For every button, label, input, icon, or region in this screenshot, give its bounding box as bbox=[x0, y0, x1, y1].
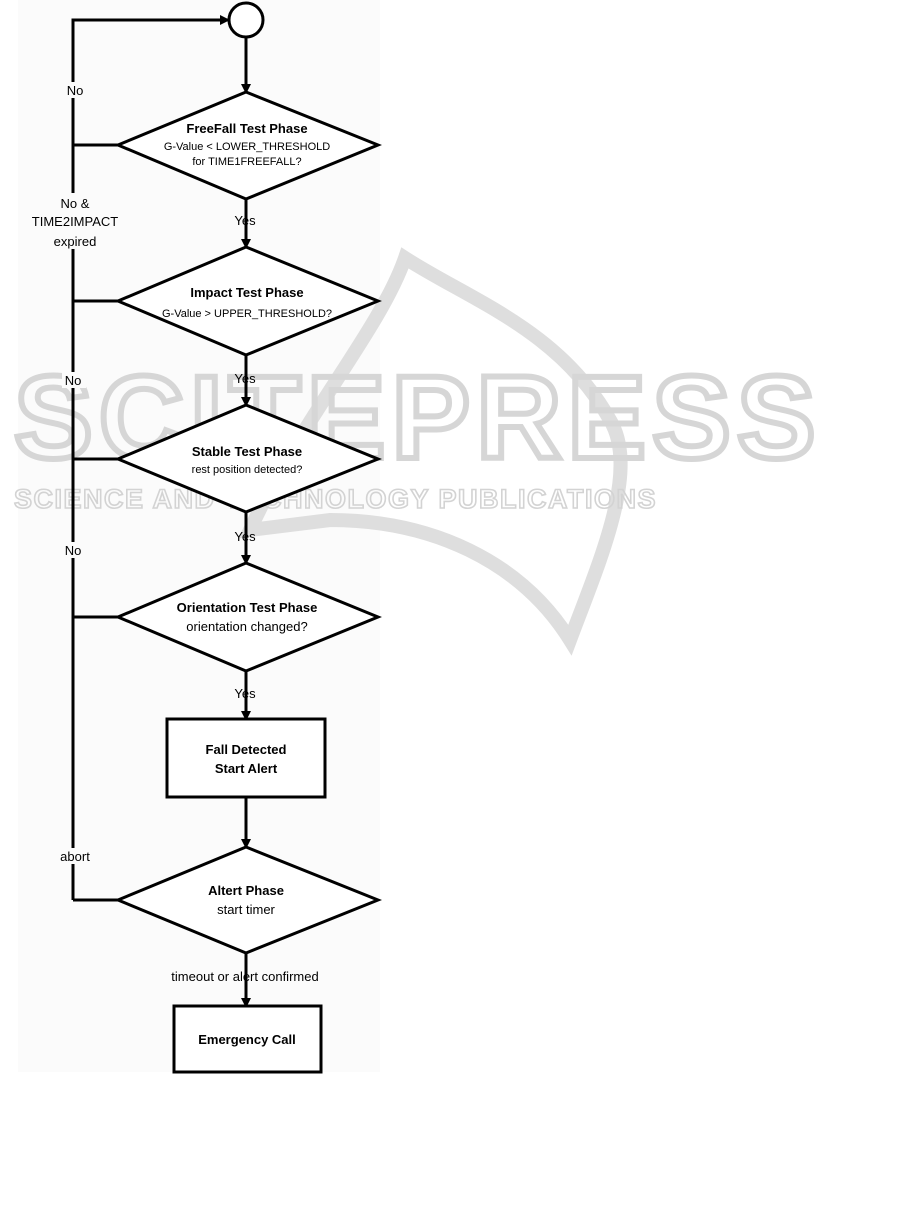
watermark-subtitle: SCIENCE AND TECHNOLOGY PUBLICATIONS bbox=[14, 484, 657, 514]
emergency-call-box bbox=[172, 1004, 323, 1074]
impact-title: Impact Test Phase bbox=[190, 285, 303, 300]
edge-label-timeout: timeout or alert confirmed bbox=[171, 969, 318, 984]
edge-label-yes-2: Yes bbox=[234, 371, 256, 386]
label-bg-time2impact bbox=[40, 193, 110, 249]
edge-label-no-and: No & bbox=[61, 196, 90, 211]
stable-title: Stable Test Phase bbox=[192, 444, 302, 459]
edge-label-no-top: No bbox=[67, 83, 84, 98]
impact-decision bbox=[114, 245, 382, 357]
orientation-title: Orientation Test Phase bbox=[177, 600, 318, 615]
alert-action: start timer bbox=[217, 902, 275, 917]
edge-label-yes-3: Yes bbox=[234, 529, 256, 544]
edge-label-yes-4: Yes bbox=[234, 686, 256, 701]
emergency-title: Emergency Call bbox=[198, 1032, 296, 1047]
watermark-book-logo bbox=[238, 247, 628, 656]
fall-detected-line2: Start Alert bbox=[215, 761, 278, 776]
alert-decision bbox=[114, 845, 383, 955]
impact-condition: G-Value > UPPER_THRESHOLD? bbox=[162, 308, 332, 320]
label-bg-no-3 bbox=[62, 542, 86, 558]
freefall-title: FreeFall Test Phase bbox=[186, 121, 307, 136]
label-bg-no-top bbox=[62, 82, 86, 98]
edge-label-expired: expired bbox=[54, 234, 97, 249]
stable-condition: rest position detected? bbox=[192, 464, 303, 476]
orientation-condition: orientation changed? bbox=[186, 619, 307, 634]
label-bg-abort bbox=[55, 848, 95, 864]
start-node bbox=[227, 1, 265, 39]
edge-label-no-2: No bbox=[65, 373, 82, 388]
edge-label-abort: abort bbox=[60, 849, 90, 864]
stable-decision bbox=[114, 403, 382, 514]
label-bg-no-2 bbox=[62, 372, 86, 388]
edge-label-time2impact: TIME2IMPACT bbox=[32, 214, 118, 229]
loop-back-line bbox=[71, 15, 230, 900]
edge-label-no-3: No bbox=[65, 543, 82, 558]
edge-label-yes-1: Yes bbox=[234, 213, 256, 228]
alert-title: Altert Phase bbox=[208, 883, 284, 898]
freefall-decision bbox=[114, 90, 382, 201]
freefall-condition: G-Value < LOWER_THRESHOLD bbox=[164, 141, 330, 153]
freefall-duration: for TIME1FREEFALL? bbox=[192, 156, 301, 168]
fall-detected-line1: Fall Detected bbox=[206, 742, 287, 757]
orientation-decision bbox=[114, 561, 382, 673]
fall-detected-box bbox=[165, 717, 327, 799]
